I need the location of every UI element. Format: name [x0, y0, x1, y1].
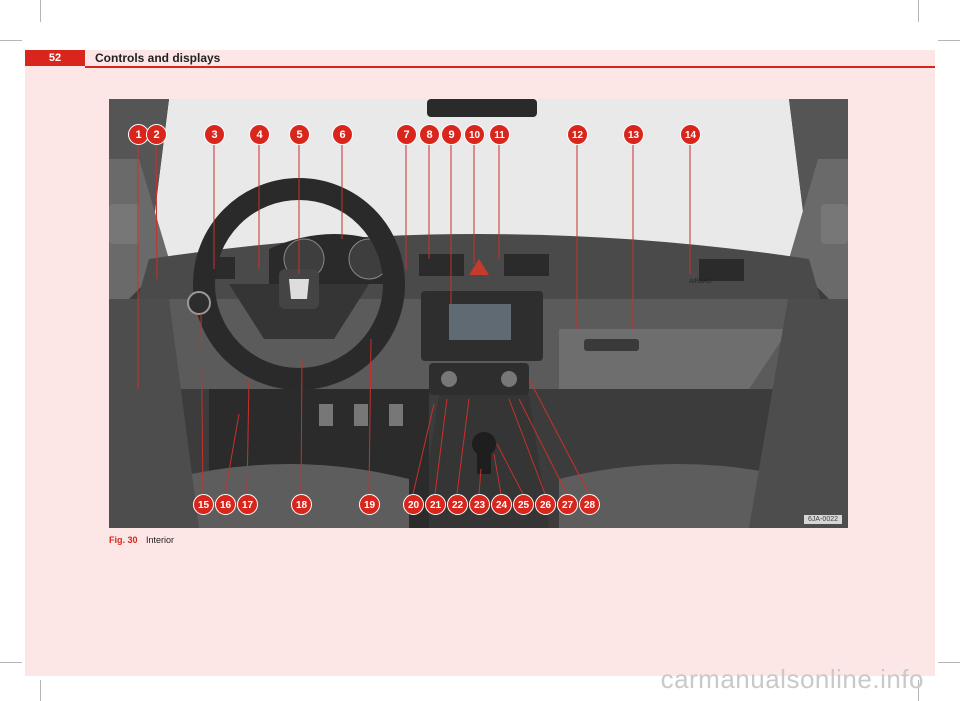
callout-19: 19 [359, 494, 380, 515]
callout-18: 18 [291, 494, 312, 515]
crop-mark-br-v [918, 680, 919, 701]
watermark: carmanualsonline.info [660, 664, 924, 694]
crop-mark-tr-v [918, 0, 919, 22]
callout-5: 5 [289, 124, 310, 145]
callout-28: 28 [579, 494, 600, 515]
callout-10: 10 [464, 124, 485, 145]
figure-caption: Fig. 30 Interior [109, 535, 174, 545]
callout-21: 21 [425, 494, 446, 515]
airbag-label: AIRBAG [689, 279, 712, 285]
callout-6: 6 [332, 124, 353, 145]
crop-mark-bl-h [0, 662, 22, 663]
crop-mark-tl-v [40, 0, 41, 22]
callout-3: 3 [204, 124, 225, 145]
crop-mark-tl-h [0, 40, 22, 41]
figure-number: Fig. 30 [109, 535, 138, 545]
callout-14: 14 [680, 124, 701, 145]
callout-13: 13 [623, 124, 644, 145]
interior-figure: AIRBAG [109, 99, 848, 528]
callout-11: 11 [489, 124, 510, 145]
header-rule [85, 66, 935, 68]
section-title: Controls and displays [95, 51, 221, 65]
callout-12: 12 [567, 124, 588, 145]
callout-8: 8 [419, 124, 440, 145]
callout-26: 26 [535, 494, 556, 515]
callout-27: 27 [557, 494, 578, 515]
dashboard-illustration: AIRBAG [109, 99, 848, 528]
crop-mark-tr-h [938, 40, 960, 41]
figure-code: 6JA-0022 [804, 515, 842, 524]
callout-23: 23 [469, 494, 490, 515]
figure-caption-text: Interior [146, 535, 175, 545]
callout-2: 2 [146, 124, 167, 145]
callout-25: 25 [513, 494, 534, 515]
callout-20: 20 [403, 494, 424, 515]
callout-24: 24 [491, 494, 512, 515]
crop-mark-bl-v [40, 680, 41, 701]
callout-16: 16 [215, 494, 236, 515]
callout-17: 17 [237, 494, 258, 515]
callout-15: 15 [193, 494, 214, 515]
callout-7: 7 [396, 124, 417, 145]
page-number: 52 [25, 50, 85, 66]
callout-9: 9 [441, 124, 462, 145]
crop-mark-br-h [938, 662, 960, 663]
callout-22: 22 [447, 494, 468, 515]
callout-4: 4 [249, 124, 270, 145]
